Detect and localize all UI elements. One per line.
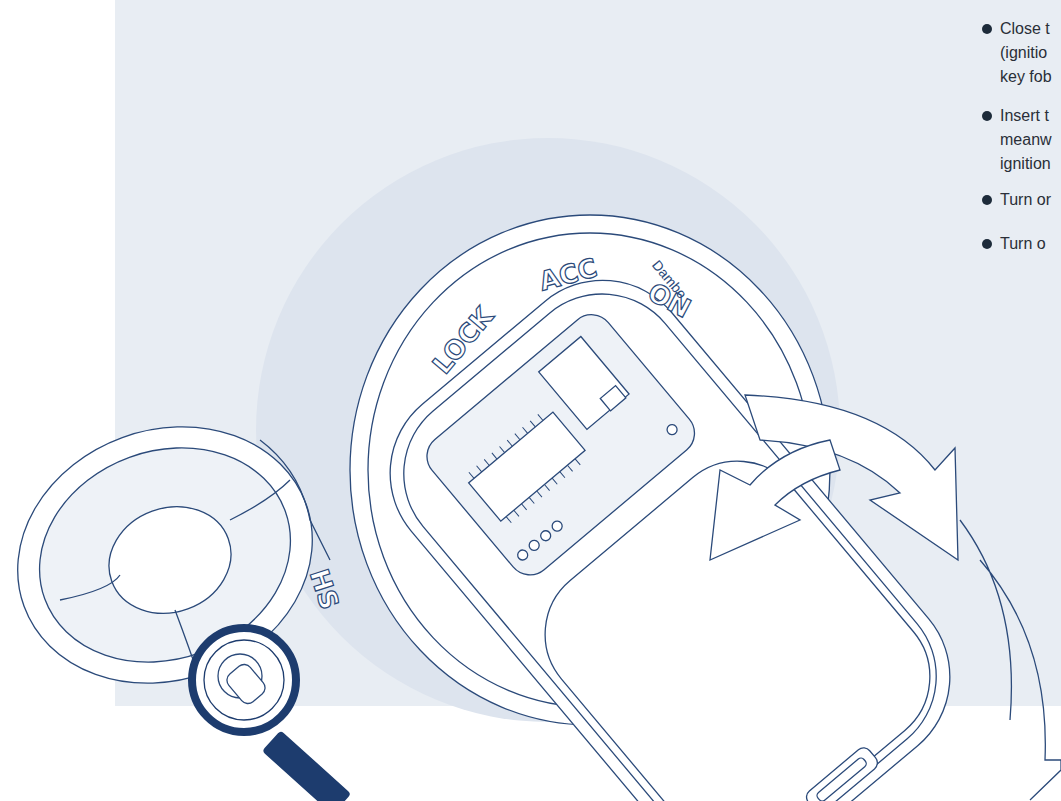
instruction-text: meanw: [1000, 132, 1052, 148]
turn-arrow-head: [710, 440, 840, 560]
instruction-text: key fob: [1000, 69, 1052, 85]
instruction-text: ignition: [1000, 156, 1051, 172]
key-fob: [353, 244, 986, 801]
instruction-text: (ignitio: [1000, 45, 1047, 61]
bullet-dots: [982, 24, 992, 249]
instruction-text: Close t: [1000, 21, 1050, 37]
instruction-text: Insert t: [1000, 108, 1049, 124]
instruction-text: Turn or: [1000, 192, 1051, 208]
turn-arrow-arc: [960, 520, 1061, 800]
instruction-text: Turn o: [1000, 236, 1046, 252]
magnifier: [192, 628, 351, 801]
